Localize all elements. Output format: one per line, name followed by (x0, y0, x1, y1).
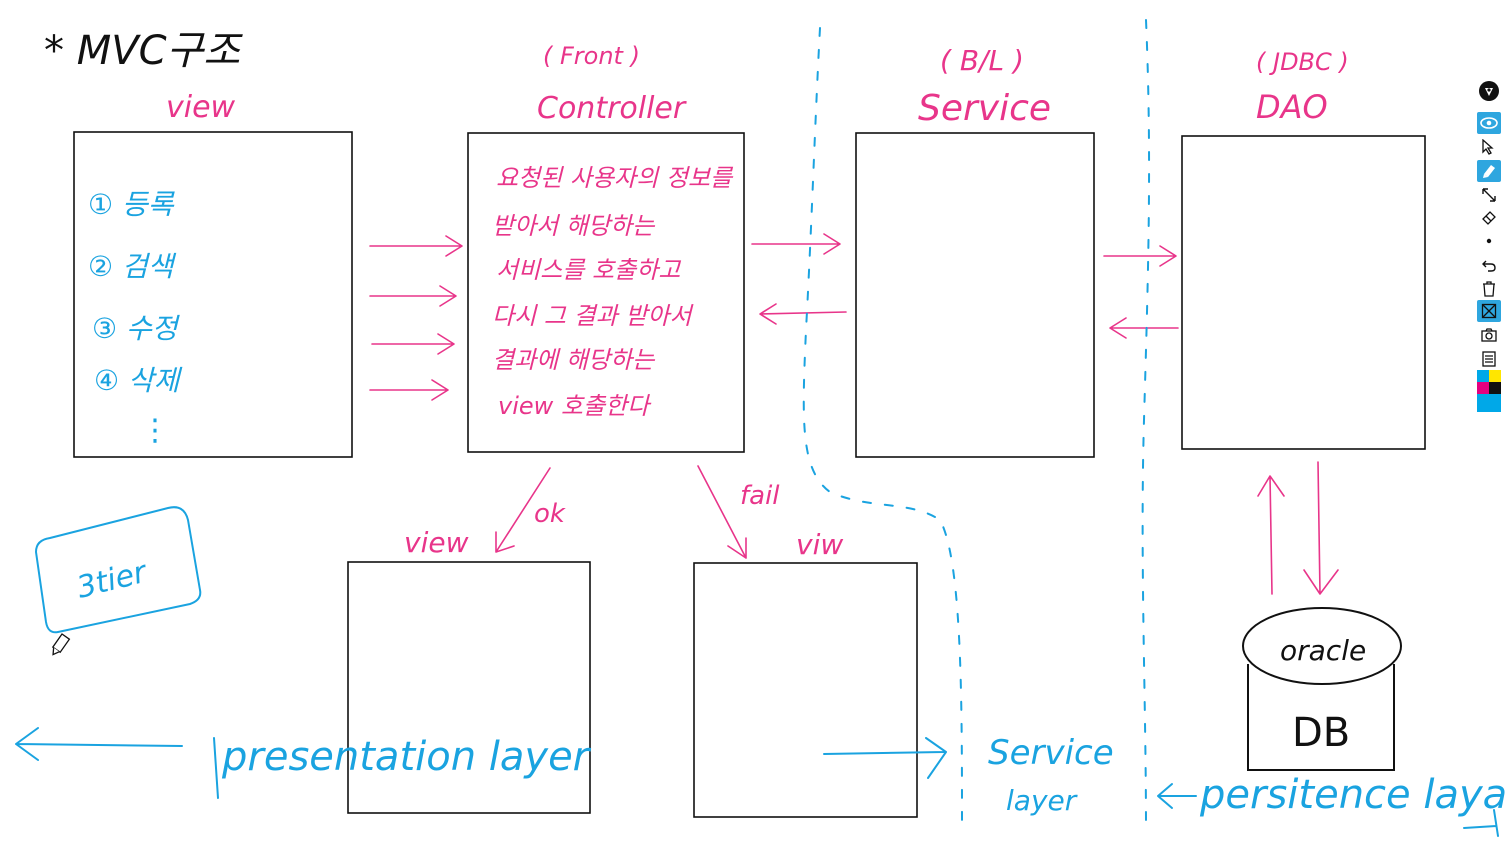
db-top-label: oracle (1280, 634, 1366, 667)
tier-note (35, 506, 202, 634)
persistence-arrow (1157, 783, 1499, 837)
controller-line-6: view 호출한다 (498, 392, 652, 420)
highlighter-icon[interactable] (1477, 160, 1501, 182)
view-item-search: ② 검색 (88, 250, 177, 283)
view-ok-header: view (404, 526, 469, 559)
view-item-more: ⋮ (140, 413, 170, 448)
controller-to-views-arrows (495, 465, 747, 559)
service-layer-label-line2: layer (1006, 784, 1078, 817)
controller-line-4: 다시 그 결과 받아서 (492, 302, 694, 330)
controller-box (467, 132, 745, 453)
view-item-delete: ④ 삭제 (94, 364, 183, 397)
controller-line-5: 결과에 해당하는 (492, 346, 656, 374)
controller-line-1: 요청된 사용자의 정보를 (496, 164, 734, 192)
notes-icon[interactable] (1477, 348, 1501, 370)
controller-line-2: 받아서 해당하는 (492, 212, 656, 240)
view-box (73, 131, 353, 458)
color-swatch-yellow[interactable] (1489, 370, 1501, 382)
eraser-icon[interactable] (1477, 206, 1501, 228)
service-dao-arrows (1103, 245, 1179, 339)
controller-line-3: 서비스를 호출하고 (496, 256, 681, 284)
db-body-label: DB (1292, 710, 1350, 756)
presentation-layer-label: presentation layer (221, 734, 592, 780)
color-swatch-black[interactable] (1489, 382, 1501, 394)
view-header: view (166, 90, 236, 125)
service-tag: ( B/L ) (940, 44, 1024, 77)
tier-note-label: 3tier (73, 554, 151, 605)
presentation-arrow (15, 727, 219, 799)
service-dao-separator (1141, 19, 1151, 831)
undo-icon[interactable] (1477, 254, 1501, 276)
dao-tag: ( JDBC ) (1256, 48, 1349, 76)
service-layer-label-line1: Service (988, 733, 1114, 773)
view-item-edit: ③ 수정 (92, 312, 181, 345)
line-icon[interactable] (1477, 184, 1501, 206)
dao-db-arrows (1257, 461, 1339, 595)
color-swatch-active[interactable] (1477, 394, 1501, 412)
database-cylinder (1242, 607, 1402, 771)
view-to-controller-arrows (369, 235, 463, 401)
trash-icon[interactable] (1477, 278, 1501, 300)
view-item-register: ① 등록 (88, 188, 176, 221)
ok-label: ok (534, 499, 566, 529)
color-swatch-cyan[interactable] (1477, 370, 1489, 382)
controller-header: Controller (537, 91, 687, 126)
view-fail-header: viw (796, 528, 843, 561)
controller-tag: ( Front ) (543, 42, 640, 70)
eye-icon[interactable] (1477, 112, 1501, 134)
controller-service-arrows (751, 233, 847, 325)
annotation-toolbar (1474, 78, 1504, 424)
pointer-icon[interactable] (1477, 136, 1501, 158)
dot-icon[interactable] (1477, 230, 1501, 252)
fail-label: fail (740, 481, 780, 511)
camera-icon[interactable] (1477, 324, 1501, 346)
clear-icon[interactable] (1477, 300, 1501, 322)
view-fail-box (693, 562, 918, 818)
dao-box (1181, 135, 1426, 450)
dao-header: DAO (1256, 88, 1328, 126)
diagram-title: * MVC구조 (44, 28, 243, 74)
color-palette[interactable] (1477, 370, 1501, 416)
highlighter-cursor-icon (51, 633, 71, 656)
service-layer-arrow (823, 737, 947, 779)
color-swatch-magenta[interactable] (1477, 382, 1489, 394)
service-header: Service (918, 88, 1051, 129)
pen-icon[interactable] (1477, 80, 1501, 102)
persistence-layer-label: persitence laya (1199, 772, 1507, 818)
view-ok-box (347, 561, 591, 814)
service-box (855, 132, 1095, 458)
